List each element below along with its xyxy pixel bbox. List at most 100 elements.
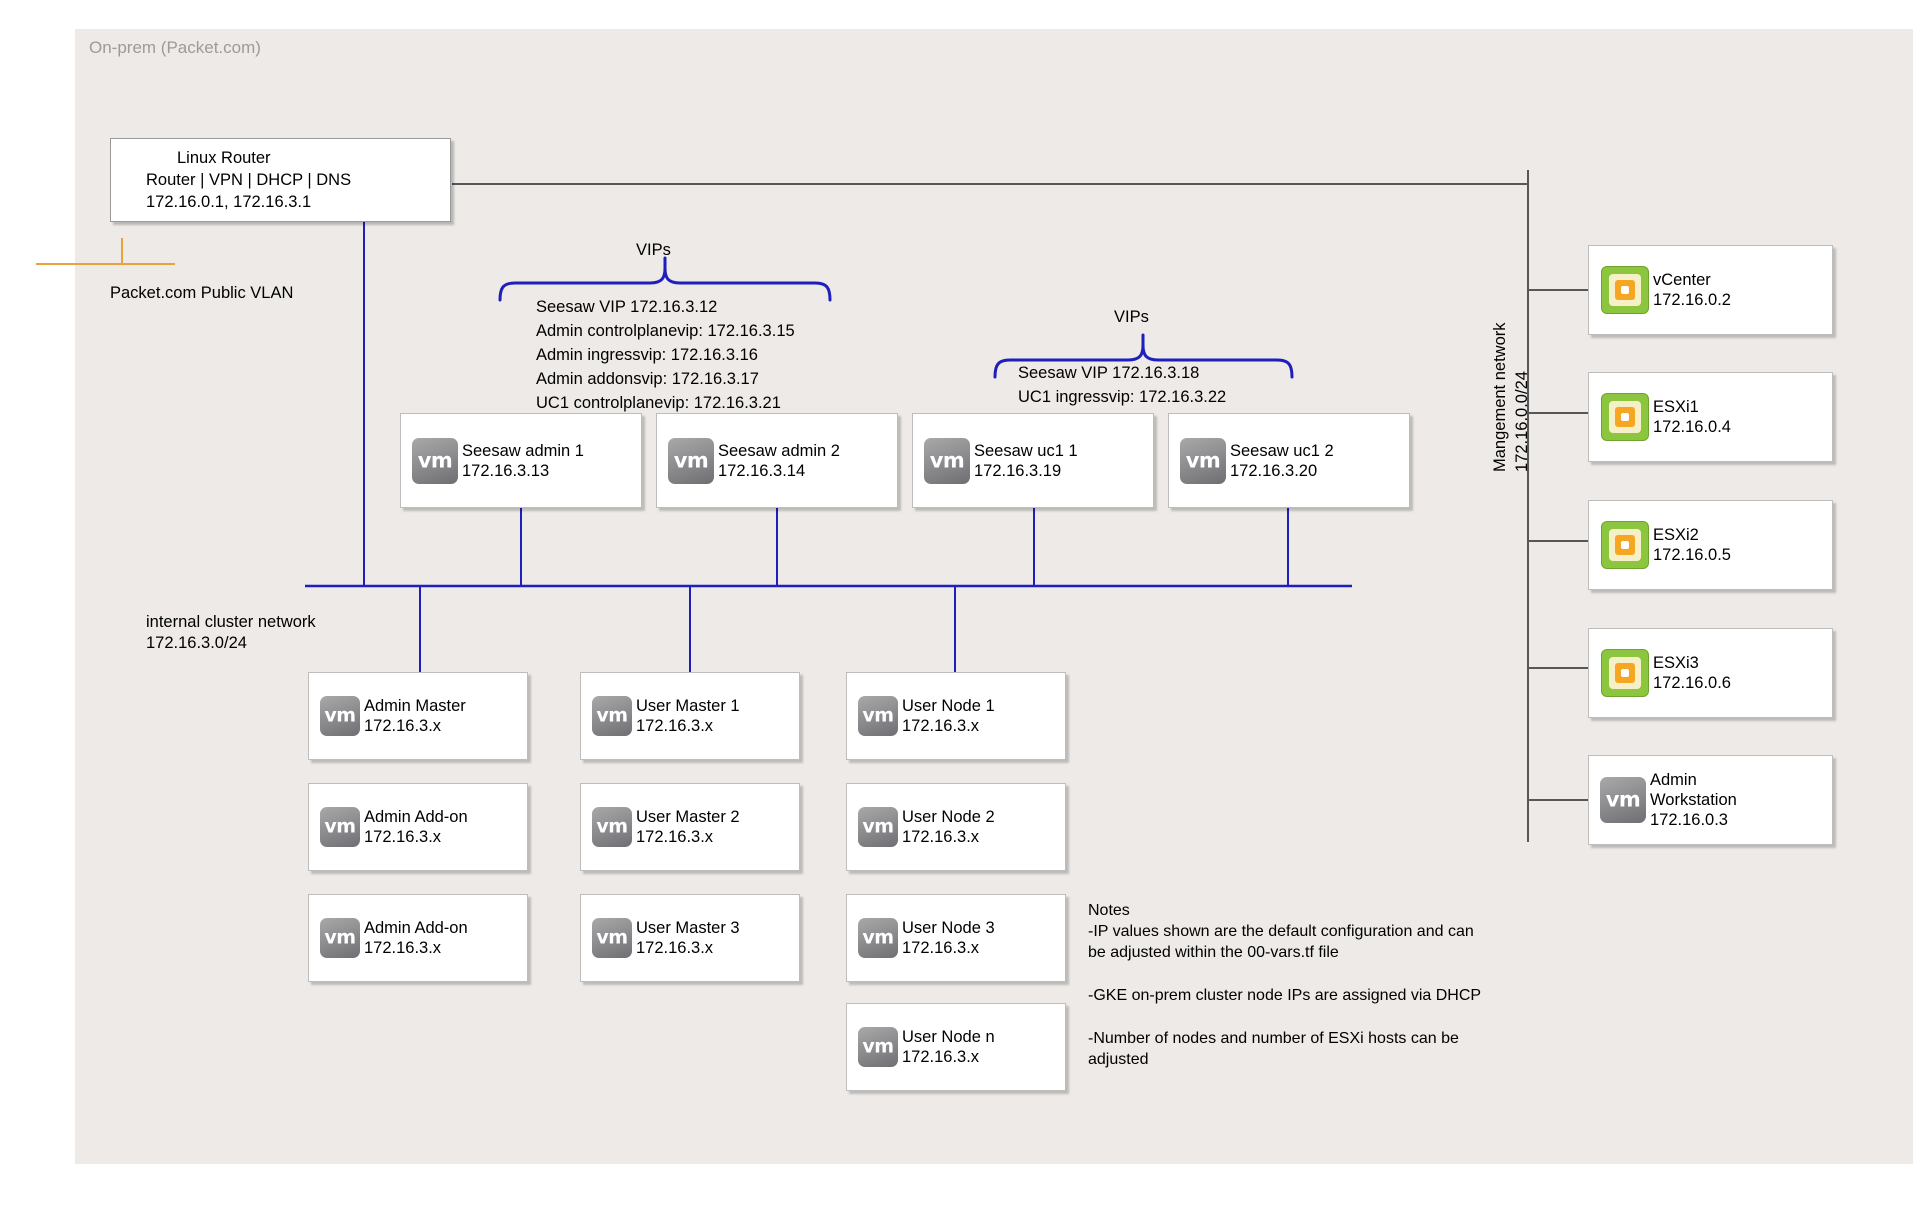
infra-card-esxi2[interactable]: ESXi2 172.16.0.5 — [1588, 500, 1833, 590]
user-master-card[interactable]: User Master 2 172.16.3.x — [580, 783, 800, 871]
user-node-name-1: User Node 2 — [902, 808, 995, 826]
vm-icon — [1600, 777, 1646, 823]
admin-ip-2: 172.16.3.x — [364, 939, 442, 957]
infra-name-2: ESXi2 — [1653, 526, 1699, 544]
vm-icon — [412, 437, 458, 484]
user-master-name-1: User Master 2 — [636, 808, 740, 826]
infra-name-3: ESXi3 — [1653, 654, 1699, 672]
public-vlan-label: Packet.com Public VLAN — [110, 284, 294, 302]
user-master-name-0: User Master 1 — [636, 697, 740, 715]
admin-workstation-line-1: Admin — [1650, 771, 1697, 789]
user-node-card[interactable]: User Node 3 172.16.3.x — [846, 894, 1066, 982]
infra-card-esxi1[interactable]: ESXi1 172.16.0.4 — [1588, 372, 1833, 462]
admin-workstation-ip: 172.16.0.3 — [1650, 811, 1728, 829]
vips-caption-2: VIPs — [1114, 308, 1149, 326]
esxi-icon — [1601, 521, 1649, 569]
notes-title: Notes — [1088, 902, 1130, 919]
vip-line-1-4: UC1 controlplanevip: 172.16.3.21 — [536, 394, 781, 412]
router-line-2: Router | VPN | DHCP | DNS — [146, 171, 352, 189]
canvas-title: On-prem (Packet.com) — [89, 38, 261, 57]
user-master-name-2: User Master 3 — [636, 919, 740, 937]
user-master-ip-1: 172.16.3.x — [636, 828, 714, 846]
vm-icon — [858, 807, 898, 847]
admin-name-1: Admin Add-on — [364, 808, 468, 826]
router-line-3: 172.16.0.1, 172.16.3.1 — [146, 193, 312, 211]
vm-icon — [320, 696, 360, 736]
seesaw-ip-3: 172.16.3.20 — [1230, 461, 1318, 480]
admin-name-0: Admin Master — [364, 697, 466, 715]
vips-caption-1: VIPs — [636, 241, 671, 259]
vip-line-1-3: Admin addonsvip: 172.16.3.17 — [536, 370, 759, 388]
user-node-name-3: User Node n — [902, 1028, 995, 1046]
internal-network-line-2: 172.16.3.0/24 — [146, 634, 247, 652]
vip-line-2-0: Seesaw VIP 172.16.3.18 — [1018, 364, 1200, 382]
admin-node-card[interactable]: Admin Add-on 172.16.3.x — [308, 894, 528, 982]
seesaw-ip-1: 172.16.3.14 — [718, 461, 806, 480]
user-node-ip-1: 172.16.3.x — [902, 828, 980, 846]
seesaw-name-0: Seesaw admin 1 — [462, 441, 584, 460]
vm-icon — [858, 918, 898, 958]
vm-icon — [592, 918, 632, 958]
user-node-ip-0: 172.16.3.x — [902, 717, 980, 735]
esxi-icon — [1601, 393, 1649, 441]
vm-icon — [924, 437, 970, 484]
internal-network-line-1: internal cluster network — [146, 613, 316, 631]
router-line-1: Linux Router — [177, 149, 271, 167]
seesaw-name-1: Seesaw admin 2 — [718, 441, 840, 460]
infra-ip-2: 172.16.0.5 — [1653, 546, 1731, 564]
admin-workstation-line-2: Workstation — [1650, 791, 1737, 809]
vm-icon — [592, 696, 632, 736]
admin-ip-0: 172.16.3.x — [364, 717, 442, 735]
user-node-name-2: User Node 3 — [902, 919, 995, 937]
user-node-ip-2: 172.16.3.x — [902, 939, 980, 957]
user-node-name-0: User Node 1 — [902, 697, 995, 715]
admin-node-card[interactable]: Admin Add-on 172.16.3.x — [308, 783, 528, 871]
user-node-card[interactable]: User Node 2 172.16.3.x — [846, 783, 1066, 871]
user-master-ip-2: 172.16.3.x — [636, 939, 714, 957]
vm-icon — [320, 918, 360, 958]
admin-ip-1: 172.16.3.x — [364, 828, 442, 846]
vm-icon — [1180, 437, 1226, 484]
infra-ip-1: 172.16.0.4 — [1653, 418, 1731, 436]
infra-ip-3: 172.16.0.6 — [1653, 674, 1731, 692]
infra-name-0: vCenter — [1653, 271, 1711, 289]
user-node-ip-3: 172.16.3.x — [902, 1048, 980, 1066]
esxi-icon — [1601, 649, 1649, 697]
notes-item-1: -GKE on-prem cluster node IPs are assign… — [1088, 987, 1482, 1004]
notes-item-0: -IP values shown are the default configu… — [1088, 923, 1474, 961]
vm-icon — [858, 696, 898, 736]
user-node-card[interactable]: User Node 1 172.16.3.x — [846, 672, 1066, 760]
linux-router-box[interactable]: Linux Router Router | VPN | DHCP | DNS 1… — [110, 138, 451, 222]
vm-icon — [320, 807, 360, 847]
infra-ip-0: 172.16.0.2 — [1653, 291, 1731, 309]
infra-card-esxi3[interactable]: ESXi3 172.16.0.6 — [1588, 628, 1833, 718]
notes-item-2: -Number of nodes and number of ESXi host… — [1088, 1030, 1459, 1068]
seesaw-name-3: Seesaw uc1 2 — [1230, 441, 1334, 460]
mgmt-network-line-1: Mangement network — [1491, 322, 1509, 473]
vip-line-1-0: Seesaw VIP 172.16.3.12 — [536, 298, 718, 316]
vm-icon — [858, 1027, 898, 1067]
seesaw-ip-2: 172.16.3.19 — [974, 461, 1062, 480]
seesaw-name-2: Seesaw uc1 1 — [974, 441, 1078, 460]
infra-name-1: ESXi1 — [1653, 398, 1699, 416]
vm-icon — [592, 807, 632, 847]
user-master-card[interactable]: User Master 1 172.16.3.x — [580, 672, 800, 760]
user-master-ip-0: 172.16.3.x — [636, 717, 714, 735]
esxi-icon — [1601, 266, 1649, 314]
vip-line-2-1: UC1 ingressvip: 172.16.3.22 — [1018, 388, 1227, 406]
vip-line-1-2: Admin ingressvip: 172.16.3.16 — [536, 346, 758, 364]
admin-name-2: Admin Add-on — [364, 919, 468, 937]
vip-line-1-1: Admin controlplanevip: 172.16.3.15 — [536, 322, 795, 340]
user-node-card[interactable]: User Node n 172.16.3.x — [846, 1003, 1066, 1091]
user-master-card[interactable]: User Master 3 172.16.3.x — [580, 894, 800, 982]
admin-node-card[interactable]: Admin Master 172.16.3.x — [308, 672, 528, 760]
seesaw-ip-0: 172.16.3.13 — [462, 461, 550, 480]
infra-card-vcenter[interactable]: vCenter 172.16.0.2 — [1588, 245, 1833, 335]
mgmt-network-line-2: 172.16.0.0/24 — [1513, 371, 1531, 472]
